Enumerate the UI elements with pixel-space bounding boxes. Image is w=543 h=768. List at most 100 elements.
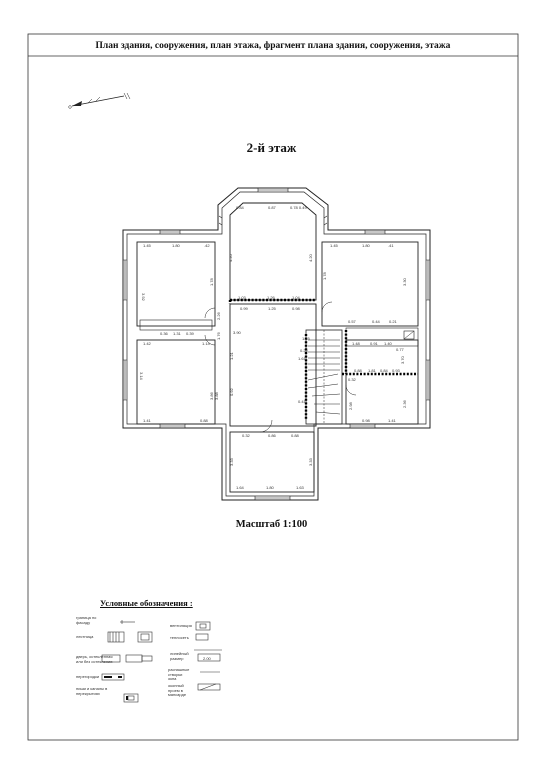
room-ne — [321, 241, 419, 327]
dim-s-side-left: 3.33 — [229, 457, 234, 466]
bearing-walls — [228, 298, 418, 420]
dim-s-bottom-3: 1.63 — [296, 485, 305, 490]
dim-col-2: 1.76 — [216, 331, 221, 340]
dim-corridor-top-2: 1.26 — [267, 295, 276, 300]
dim-stair-18: 1.61 — [298, 356, 307, 361]
dim-nw-side: 3.92 — [141, 293, 146, 302]
dim-bay-top-3: 0.78 0.49 — [290, 205, 307, 210]
dim-stair-17: 0.32 — [348, 377, 357, 382]
dim-nw-top-3: .42 — [204, 243, 210, 248]
floor-title: 2-й этаж — [246, 140, 297, 155]
dim-s-top-3: 0.88 — [291, 433, 300, 438]
dim-stair-8: 1.15 — [302, 336, 311, 341]
dim-stair-13: 3.70 — [400, 355, 405, 364]
dim-w-top-2: 1.14 — [202, 341, 211, 346]
dim-stair-16: 0.41 — [298, 399, 307, 404]
room-nw — [136, 241, 216, 327]
dim-stair-2: 0.44 — [372, 319, 381, 324]
dim-stair-5: 0.91 — [370, 341, 379, 346]
dim-bay-side-left: 4.20 — [228, 253, 233, 262]
dim-bay-side-right: 4.20 — [308, 253, 313, 262]
legend-item-dimension: линейный размер — [170, 651, 189, 661]
dim-small-row-3: 0.39 — [186, 331, 195, 336]
windows — [123, 188, 430, 500]
room-closet — [139, 319, 213, 331]
dim-e-bottom-1: 0.98 — [362, 418, 371, 423]
dim-corridor-mid-3: 0.98 — [292, 306, 301, 311]
sheet-header-title: План здания, сооружения, план этажа, фра… — [95, 41, 451, 51]
room-hall — [229, 303, 317, 427]
room-bay — [229, 202, 317, 301]
dim-s-bottom-1: 1.64 — [236, 485, 245, 490]
dim-ne-top-1: 1.45 — [330, 243, 339, 248]
dim-nw-inner: 1.78 — [209, 277, 214, 286]
dim-stair-9: 1.81 — [368, 368, 377, 373]
dim-corridor-top-1: 1.03 — [238, 295, 247, 300]
room-w — [136, 339, 216, 425]
dim-s-top-2: 0.86 — [268, 433, 277, 438]
legend-item-niches: ниши и каналы в перекрытиях — [76, 686, 108, 696]
dim-ne-top-3: .41 — [388, 243, 394, 248]
dim-stair-10: 0.84 — [380, 368, 389, 373]
dim-s-top-1: 0.32 — [242, 433, 251, 438]
outer-wall — [122, 187, 431, 501]
dim-col-3: 1.21 — [229, 351, 234, 360]
room-e — [345, 339, 419, 425]
legend-title: Условные обозначения : — [100, 598, 193, 608]
scale-label: Масштаб 1:100 — [235, 519, 308, 530]
dim-s-side-right: 3.33 — [308, 457, 313, 466]
dim-hall-label: 3.90 — [233, 330, 242, 335]
dim-corridor-mid-1: 0.99 — [240, 306, 249, 311]
dim-ne-left: 1.78 — [322, 271, 327, 280]
dim-w-side: 3.14 — [139, 372, 144, 381]
dim-w-bottom-1: 1.41 — [143, 418, 152, 423]
dim-bay-top-1: 0.84 — [236, 205, 245, 210]
legend-item-stairs: лестница — [76, 634, 94, 639]
dim-stair-6: 1.40 — [384, 341, 393, 346]
dimension-labels: 0.84 0.87 0.78 0.49 4.20 4.20 1.45 1.80 … — [139, 205, 407, 490]
north-arrow-icon — [68, 92, 131, 109]
dim-hall-side: 3.88 — [214, 391, 219, 400]
dim-stair-3: 0.21 — [389, 319, 398, 324]
inner-wall-outline — [126, 191, 427, 497]
door-swings — [204, 301, 357, 433]
legend-item-door: дверь, остекленная или без остекления — [76, 654, 113, 664]
dim-small-row-1: 0.36 — [160, 331, 169, 336]
dim-stair-7: 0.77 — [396, 347, 405, 352]
legend-item-ventilation: вентиляция — [170, 623, 192, 628]
dim-stair-14: 2.98 — [348, 401, 353, 410]
ventilation-box — [403, 330, 415, 340]
room-service — [345, 327, 419, 347]
legend-item-facade-border: граница по фасаду — [76, 615, 97, 625]
dim-stair-19: 0.25 — [300, 348, 309, 353]
dim-bay-top-2: 0.87 — [268, 205, 277, 210]
dim-nw-top-1: 1.45 — [143, 243, 152, 248]
dim-corridor-mid-2: 1.25 — [268, 306, 277, 311]
dim-w-bottom-2: 0.88 — [200, 418, 209, 423]
dim-stair-15: 2.36 — [402, 399, 407, 408]
dim-e-bottom-2: 1.41 — [388, 418, 397, 423]
dim-corridor-top-3: 1.04 — [292, 295, 301, 300]
dim-stair-12: 0.88 — [354, 368, 363, 373]
legend-sample-dimension: 2.00 — [203, 656, 212, 661]
dim-s-bottom-2: 1.80 — [266, 485, 275, 490]
dim-nw-top-2: 1.80 — [172, 243, 181, 248]
dim-ne-side: 3.30 — [402, 277, 407, 286]
dim-stair-1: 0.57 — [348, 319, 357, 324]
legend-item-heating: теплосеть — [170, 635, 189, 640]
stair-treads — [307, 330, 341, 424]
dim-col-4: 0.92 — [229, 387, 234, 396]
dim-w-top-1: 1.42 — [143, 341, 152, 346]
dim-ne-top-2: 1.80 — [362, 243, 371, 248]
dim-stair-11: 0.93 — [392, 368, 401, 373]
legend-item-window-sash: распашные створки окна — [168, 667, 190, 681]
legend-item-attic-window: оконный проем в мансарде — [168, 683, 187, 697]
dim-col-1: 2.26 — [216, 311, 221, 320]
dim-w-inner: 3.86 — [209, 391, 214, 400]
dim-stair-4: 1.48 — [352, 341, 361, 346]
dim-small-row-2: 1.31 — [173, 331, 182, 336]
